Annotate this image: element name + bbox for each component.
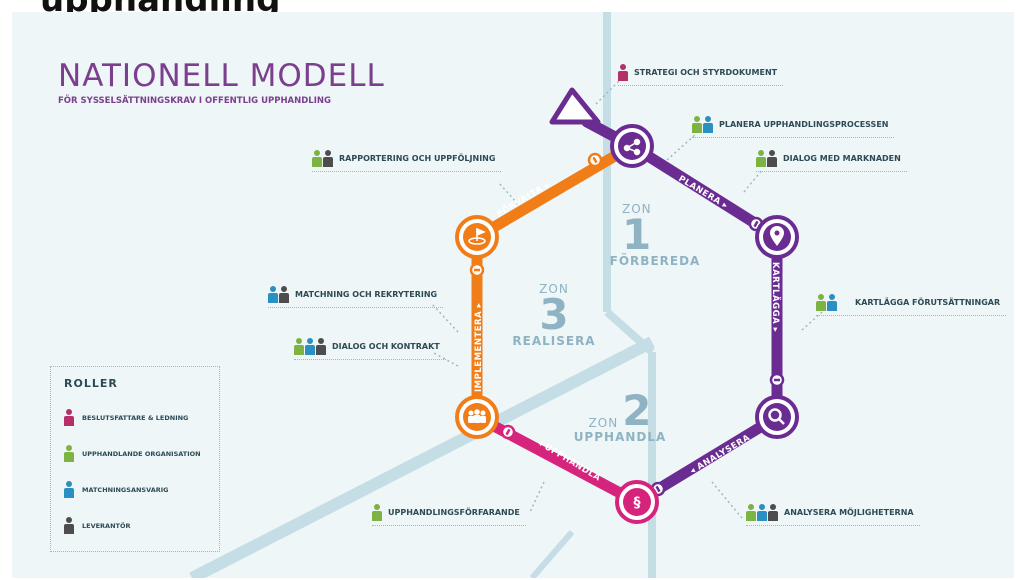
model-panel: PLANERA ▸ KARTLÄGGA ▸ ◂ ANALYSERA ◂ UPPH… xyxy=(12,12,1014,578)
activity-upphandlingsforfarande: UPPHANDLINGSFÖRFARANDE xyxy=(372,504,526,526)
match-person-icon xyxy=(757,504,767,521)
zone-2: ZON 2 UPPHANDLA xyxy=(573,386,667,445)
person-icon xyxy=(64,409,74,426)
activity-analysera: ANALYSERA MÖJLIGHETERNA xyxy=(746,504,920,526)
page-title: NATIONELL MODELL xyxy=(58,58,385,94)
station-upphandla: § xyxy=(615,480,659,524)
map-pin-icon xyxy=(770,226,784,246)
lev-person-icon xyxy=(767,150,777,167)
svg-text:◂ UPPHANDLA: ◂ UPPHANDLA xyxy=(535,438,602,484)
lev-person-icon xyxy=(316,338,326,355)
upph-person-icon xyxy=(692,116,702,133)
paragraph-icon: § xyxy=(634,495,641,511)
lev-person-icon xyxy=(768,504,778,521)
activity-strategi: STRATEGI OCH STYRDOKUMENT xyxy=(618,64,784,86)
activity-dialog-kontrakt: DIALOG OCH KONTRAKT xyxy=(294,338,446,360)
svg-text:IMPLEMENTERA ▸: IMPLEMENTERA ▸ xyxy=(474,302,484,392)
upph-person-icon xyxy=(294,338,304,355)
station-planera xyxy=(610,124,654,168)
activity-planera: PLANERA UPPHANDLINGSPROCESSEN xyxy=(692,116,895,138)
lev-person-icon xyxy=(279,286,289,303)
legend-item-matchning: MATCHNINGSANSVARIG xyxy=(64,481,168,498)
match-person-icon xyxy=(305,338,315,355)
beslut-person-icon xyxy=(618,64,628,81)
svg-text:◂ ANALYSERA: ◂ ANALYSERA xyxy=(688,433,752,477)
upph-person-icon xyxy=(746,504,756,521)
route-map: PLANERA ▸ KARTLÄGGA ▸ ◂ ANALYSERA ◂ UPPH… xyxy=(189,12,823,578)
upph-person-icon xyxy=(816,294,826,311)
activity-kartlagga: KARTLÄGGA FÖRUTSÄTTNINGAR xyxy=(816,294,1007,316)
zone-1: ZON 1 FÖRBEREDA xyxy=(609,202,701,268)
person-icon xyxy=(64,517,74,534)
upph-person-icon xyxy=(756,150,766,167)
svg-text:KARTLÄGGA ▸: KARTLÄGGA ▸ xyxy=(770,262,781,333)
station-forvalta xyxy=(455,215,499,259)
magnifier-icon xyxy=(768,408,785,425)
track-markers xyxy=(469,152,785,497)
match-person-icon xyxy=(703,116,713,133)
match-person-icon xyxy=(268,286,278,303)
roles-legend: ROLLER BESLUTSFATTARE & LEDNING UPPHANDL… xyxy=(50,366,220,552)
match-person-icon xyxy=(827,294,837,311)
leader-lines xyxy=(431,79,823,519)
share-icon xyxy=(623,138,641,156)
upph-person-icon xyxy=(372,504,382,521)
activity-rapportering: RAPPORTERING OCH UPPFÖLJNING xyxy=(312,150,502,172)
zone-3: ZON 3 REALISERA xyxy=(512,282,596,348)
activity-dialog-marknad: DIALOG MED MARKNADEN xyxy=(756,150,907,172)
station-kartlagga xyxy=(755,215,799,259)
activity-matchning: MATCHNING OCH REKRYTERING xyxy=(268,286,444,308)
goal-icon xyxy=(468,227,486,245)
legend-item-beslut: BESLUTSFATTARE & LEDNING xyxy=(64,409,188,426)
legend-item-upphandlande: UPPHANDLANDE ORGANISATION xyxy=(64,445,201,462)
person-icon xyxy=(64,445,74,462)
person-icon xyxy=(64,481,74,498)
page-subtitle: FÖR SYSSELSÄTTNINGSKRAV I OFFENTLIG UPPH… xyxy=(58,96,331,106)
start-triangle-icon xyxy=(549,87,601,125)
lev-person-icon xyxy=(323,150,333,167)
legend-item-leverantor: LEVERANTÖR xyxy=(64,517,131,534)
station-implementera xyxy=(455,395,499,439)
people-icon xyxy=(468,409,486,423)
upph-person-icon xyxy=(312,150,322,167)
legend-title: ROLLER xyxy=(64,377,118,390)
station-analysera xyxy=(755,395,799,439)
